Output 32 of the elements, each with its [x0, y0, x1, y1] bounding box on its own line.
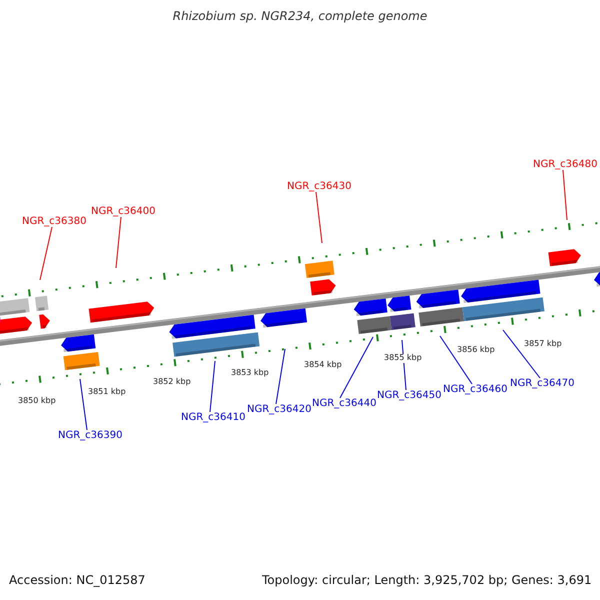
leader-line — [116, 216, 122, 268]
gene-label: NGR_c36390 — [58, 430, 122, 441]
gene-label: NGR_c36380 — [22, 216, 86, 227]
gene-label: NGR_c36450 — [377, 390, 442, 401]
scale-label: 3855 kbp — [384, 354, 422, 363]
scale-label: 3857 kbp — [524, 340, 562, 349]
footer-text: Accession: NC_012587 — [9, 574, 146, 588]
leader-line — [502, 330, 540, 378]
leader-line — [80, 378, 88, 430]
gene-label: NGR_c36420 — [247, 404, 312, 415]
scale-label: 3853 kbp — [231, 369, 269, 378]
gene-label: NGR_c36400 — [91, 206, 156, 217]
leader-line — [440, 336, 472, 384]
scale-label: 3851 kbp — [88, 388, 126, 397]
scale-label: 3854 kbp — [304, 361, 342, 370]
leader-line — [316, 192, 322, 244]
leader-line — [276, 348, 286, 404]
leader-line — [562, 170, 568, 220]
gene-label: NGR_c36480 — [533, 159, 598, 170]
scale-label: 3850 kbp — [18, 397, 56, 406]
footer-text: Topology: circular; Length: 3,925,702 bp; Genes: 3,691 — [262, 574, 592, 588]
gene-label: NGR_c36410 — [181, 412, 246, 423]
gene-label: NGR_c36440 — [312, 398, 376, 409]
title: Rhizobium sp. NGR234, complete genome — [172, 10, 428, 24]
gene-label: NGR_c36430 — [287, 181, 352, 192]
gene-label: NGR_c36470 — [510, 378, 574, 389]
leader-line — [40, 226, 52, 280]
leader-line — [210, 360, 216, 412]
scale-label: 3856 kbp — [457, 346, 495, 355]
leader-line — [340, 336, 374, 398]
gene-label: NGR_c36460 — [443, 384, 508, 395]
scale-label: 3852 kbp — [153, 378, 191, 387]
